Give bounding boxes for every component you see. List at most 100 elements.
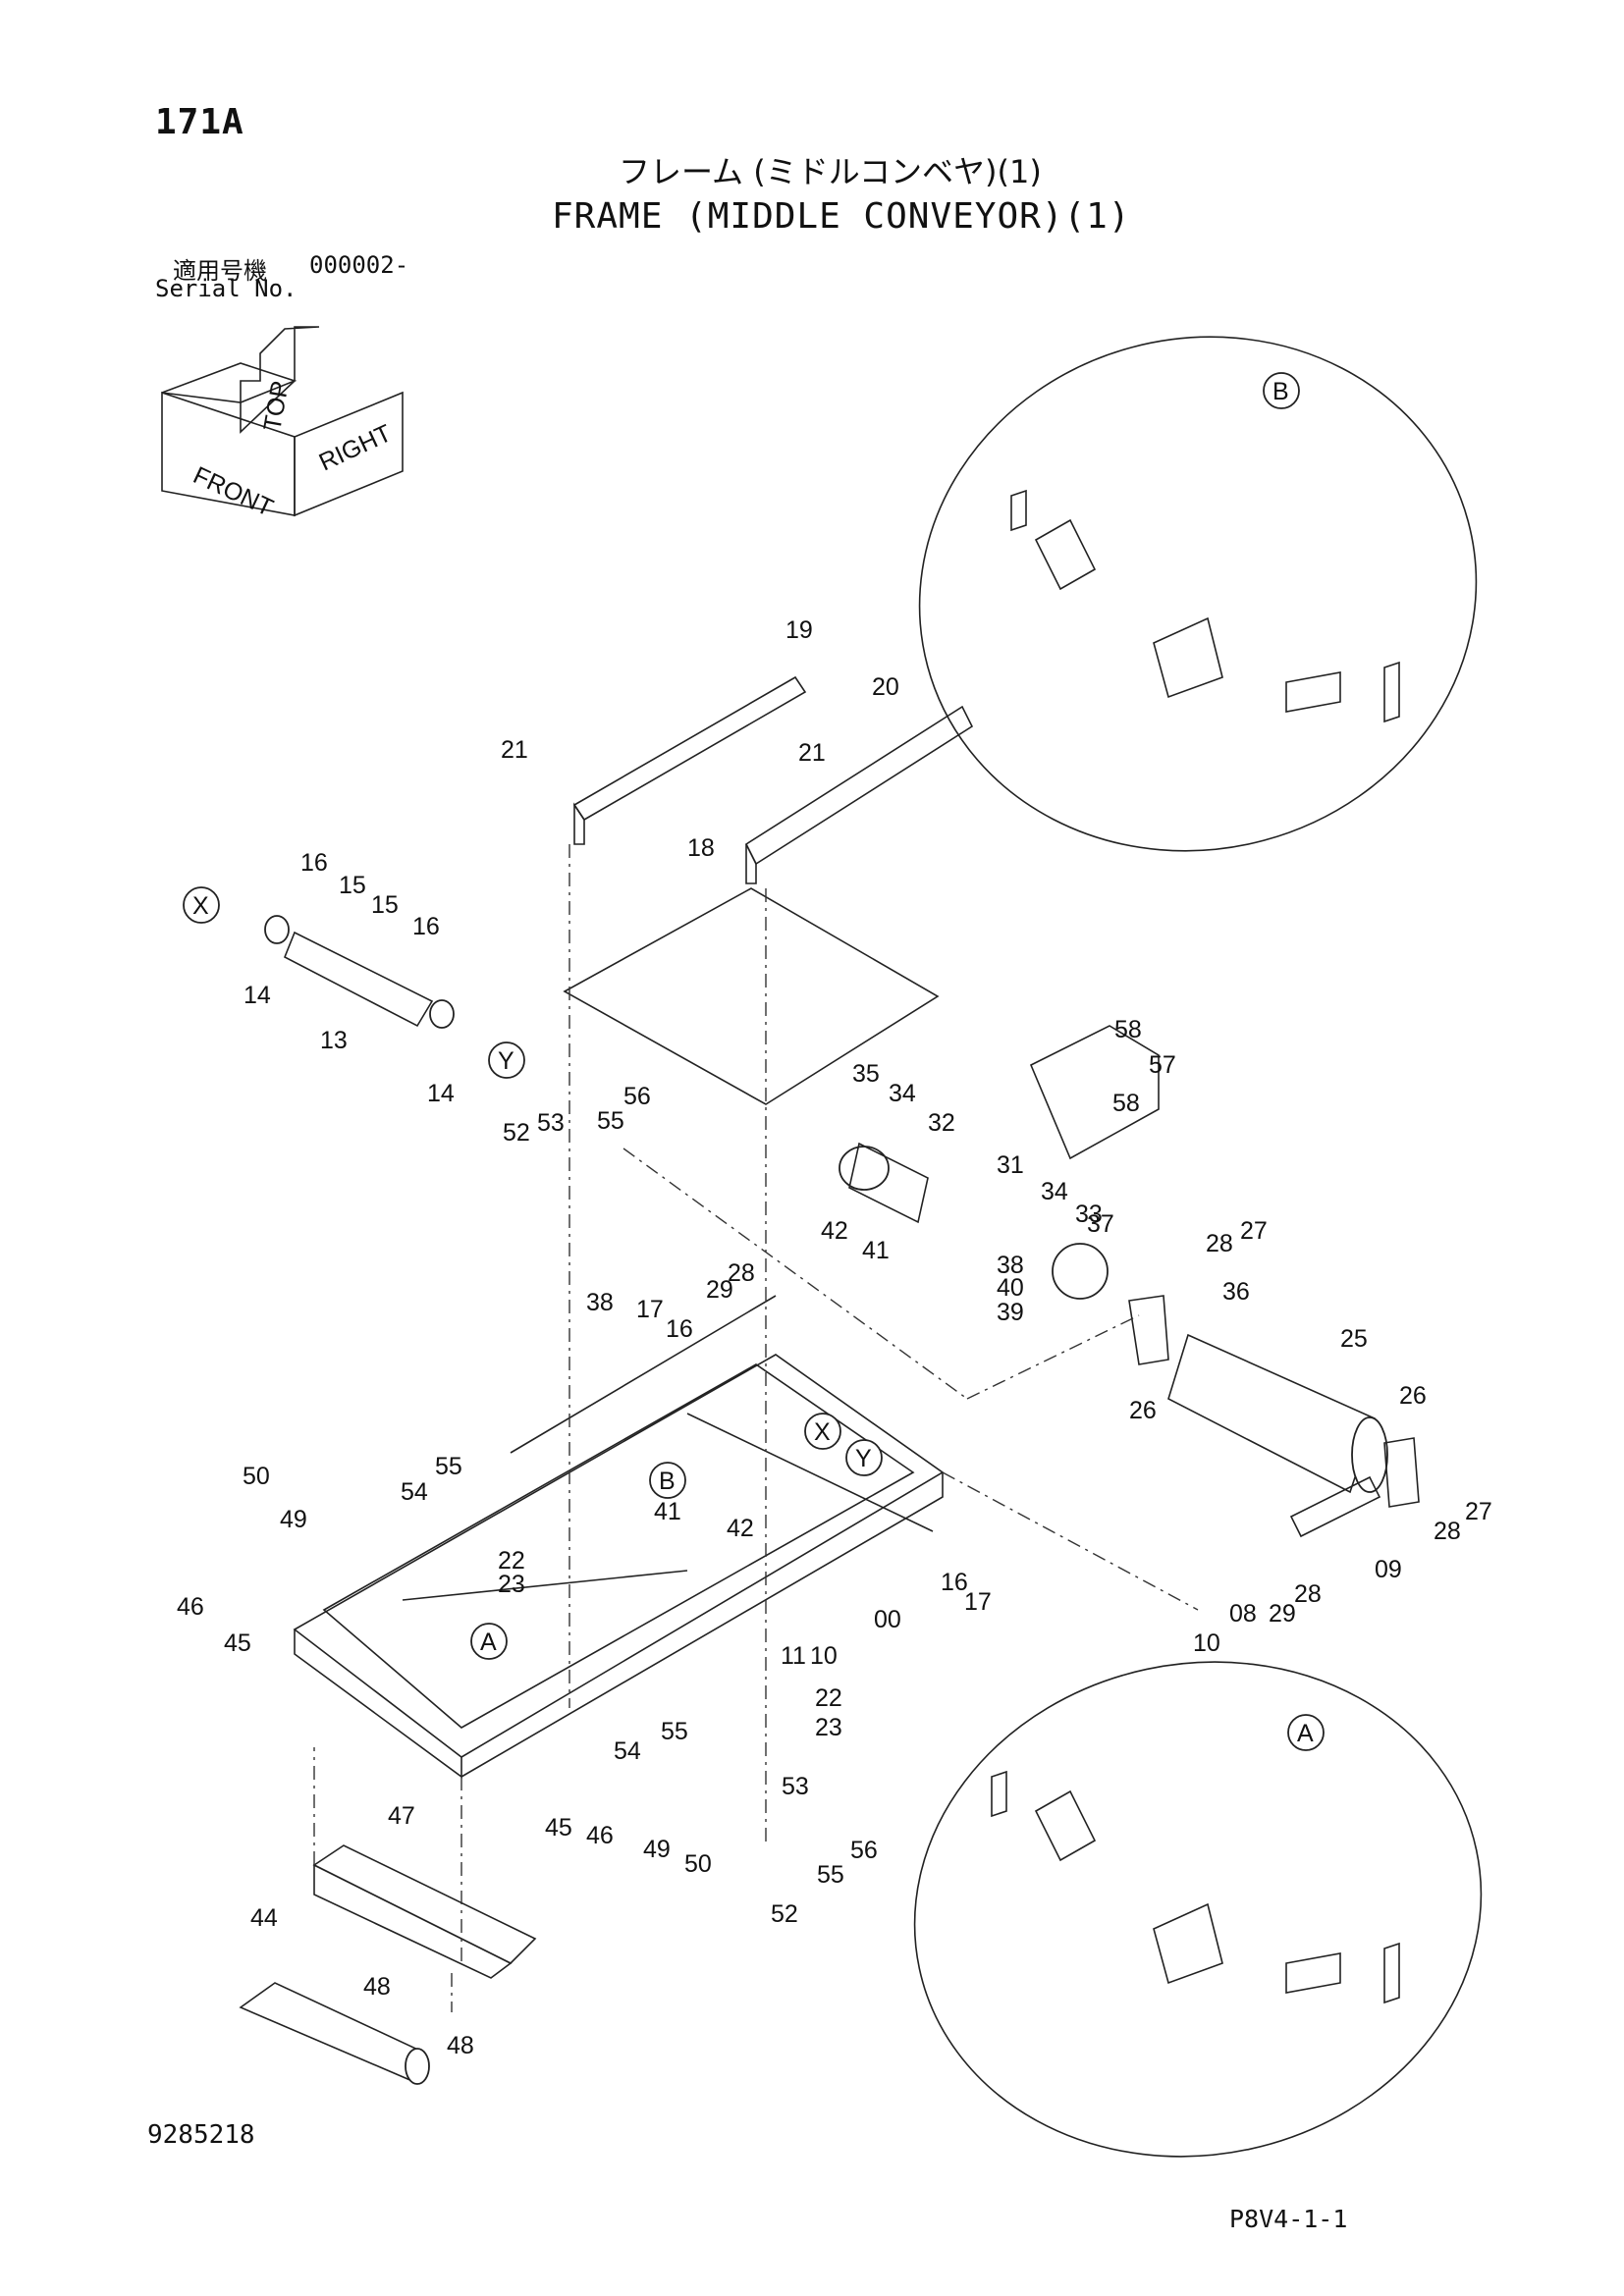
orientation-symbol: FRONT TOP RIGHT: [161, 326, 404, 522]
serial-label-english: Serial No.: [155, 275, 298, 302]
callout-main-73: 56: [850, 1837, 878, 1864]
callout-main-61: 28: [1294, 1580, 1322, 1608]
main-frame: [293, 1295, 945, 1779]
detail-b-parts: [1010, 489, 1400, 723]
callout-main-64: 22: [815, 1684, 842, 1712]
callout-main-47: 54: [401, 1478, 428, 1506]
callout-main-58: 17: [964, 1588, 992, 1616]
callout-main-57: 16: [941, 1569, 968, 1596]
view-reference-b-frame: B: [649, 1462, 686, 1499]
callout-main-15: 52: [503, 1119, 530, 1147]
callout-main-5: 16: [300, 849, 328, 877]
callout-main-63: 10: [1193, 1629, 1220, 1657]
skirt-47: [312, 1844, 537, 1979]
orientation-front-label: FRONT: [189, 461, 277, 522]
view-reference-a-bottom: A: [1287, 1714, 1325, 1751]
view-reference-x-roll: X: [183, 886, 220, 924]
callout-main-18: 58: [1112, 1090, 1140, 1117]
callout-main-79: 48: [447, 2032, 474, 2059]
callout-main-16: 58: [1114, 1016, 1142, 1043]
callout-main-24: 33: [1075, 1201, 1103, 1228]
callout-main-65: 23: [815, 1714, 842, 1741]
callout-main-43: 28: [728, 1259, 755, 1287]
svg-text:B: B: [659, 1468, 676, 1495]
callout-main-77: 44: [250, 1904, 278, 1932]
callout-main-39: 38: [586, 1289, 614, 1316]
callout-main-0: 19: [785, 616, 813, 644]
callout-main-69: 46: [586, 1822, 614, 1849]
callout-main-59: 08: [1229, 1600, 1257, 1628]
callout-main-62: 09: [1375, 1556, 1402, 1583]
detail-a-outline: [913, 1661, 1483, 2158]
callout-main-23: 34: [1041, 1178, 1068, 1205]
svg-text:Y: Y: [498, 1047, 514, 1075]
idler-roll-13: [264, 915, 455, 1029]
callout-main-4: 18: [687, 834, 715, 862]
callout-main-70: 49: [643, 1836, 671, 1863]
drive-pulley-25: [1128, 1295, 1420, 1508]
callout-main-76: 47: [388, 1802, 415, 1830]
upper-panels: [563, 675, 974, 1105]
callout-main-60: 29: [1269, 1600, 1296, 1628]
callout-main-68: 45: [545, 1814, 572, 1842]
callout-main-45: 42: [727, 1515, 754, 1542]
callout-main-71: 50: [684, 1850, 712, 1878]
callout-main-30: 39: [997, 1299, 1024, 1326]
sheet-code: P8V4-1-1: [1229, 2205, 1348, 2233]
view-reference-x-frame: X: [804, 1413, 841, 1450]
callout-main-75: 52: [771, 1900, 798, 1928]
callout-main-53: 23: [498, 1571, 525, 1598]
orientation-right-label: RIGHT: [315, 419, 396, 476]
callout-main-38: 28: [1434, 1518, 1461, 1545]
callout-main-7: 15: [371, 891, 399, 919]
page-id: 171A: [155, 102, 244, 142]
svg-text:X: X: [192, 892, 209, 920]
callout-main-1: 20: [872, 673, 899, 701]
callout-main-34: 25: [1340, 1325, 1368, 1353]
callout-main-27: 37: [1087, 1210, 1114, 1238]
detail-a-parts: [991, 1770, 1400, 2004]
title-japanese: フレーム (ミドルコンベヤ)(1): [619, 153, 1042, 190]
callout-main-10: 13: [320, 1027, 348, 1054]
callout-main-44: 41: [654, 1498, 681, 1525]
view-reference-y-roll: Y: [488, 1041, 525, 1079]
callout-main-17: 57: [1149, 1051, 1176, 1079]
callout-main-40: 17: [636, 1296, 664, 1323]
callout-main-66: 54: [614, 1737, 641, 1765]
detail-b-outline: [918, 336, 1478, 852]
view-reference-a-frame: A: [470, 1623, 508, 1660]
callout-main-72: 53: [782, 1773, 809, 1800]
assembly-leaders: [313, 844, 1199, 2012]
callout-main-26: 41: [862, 1237, 890, 1264]
callout-main-78: 48: [363, 1973, 391, 2001]
svg-text:Y: Y: [855, 1445, 872, 1472]
roll-44: [239, 1982, 430, 2085]
serial-value: 000002-: [309, 251, 409, 279]
callout-main-67: 55: [661, 1718, 688, 1745]
motor-assembly: [839, 1025, 1160, 1300]
callout-main-13: 55: [597, 1107, 624, 1135]
callout-main-52: 22: [498, 1547, 525, 1575]
callout-main-48: 50: [243, 1463, 270, 1490]
svg-text:B: B: [1272, 378, 1289, 405]
callout-main-3: 21: [798, 739, 826, 767]
callout-main-8: 16: [412, 913, 440, 940]
callout-main-33: 36: [1222, 1278, 1250, 1306]
view-reference-b-top: B: [1263, 372, 1300, 409]
callout-main-2: 21: [501, 736, 528, 764]
callout-main-51: 45: [224, 1629, 251, 1657]
callout-main-32: 27: [1240, 1217, 1268, 1245]
svg-text:A: A: [480, 1629, 497, 1656]
callout-main-22: 31: [997, 1151, 1024, 1179]
callout-main-36: 26: [1399, 1382, 1427, 1410]
callout-main-50: 46: [177, 1593, 204, 1621]
orientation-top-label: TOP: [258, 379, 294, 433]
callout-main-46: 55: [435, 1453, 462, 1480]
callout-main-12: 56: [623, 1083, 651, 1110]
callout-main-19: 35: [852, 1060, 880, 1088]
callout-main-35: 26: [1129, 1397, 1157, 1424]
callout-main-11: 14: [427, 1080, 455, 1107]
callout-main-74: 55: [817, 1861, 844, 1889]
